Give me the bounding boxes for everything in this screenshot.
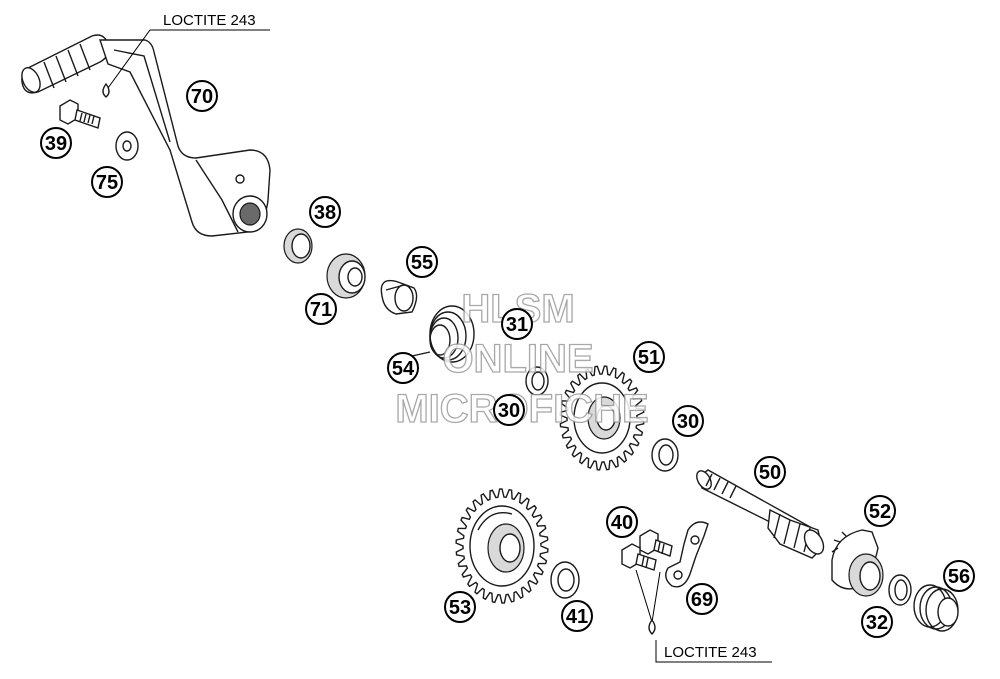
washer-41: [550, 561, 580, 599]
loctite-note-bottom: LOCTITE 243: [635, 569, 772, 663]
loctite-label-top: LOCTITE 243: [163, 12, 256, 29]
callout-50: 50: [754, 456, 786, 488]
loctite-label-bottom: LOCTITE 243: [664, 644, 757, 661]
callout-51: 51: [633, 341, 665, 373]
callout-55: 55: [406, 246, 438, 278]
svg-text:30: 30: [677, 411, 699, 433]
svg-text:52: 52: [869, 501, 891, 523]
svg-text:71: 71: [310, 299, 332, 321]
loctite-drop-top-icon: [102, 82, 110, 98]
seal-38: [283, 228, 313, 264]
bolts-40: [621, 529, 673, 571]
callout-31: 31: [501, 308, 533, 340]
callout-38: 38: [309, 196, 341, 228]
guide-55: [380, 279, 418, 315]
loctite-note-top: LOCTITE 243: [107, 12, 270, 89]
callout-71: 71: [305, 293, 337, 325]
svg-text:40: 40: [611, 512, 633, 534]
kick-starter-lever: [21, 34, 271, 237]
callout-52: 52: [864, 495, 896, 527]
callout-30-lower: 30: [672, 405, 704, 437]
svg-text:50: 50: [759, 462, 781, 484]
svg-text:38: 38: [314, 202, 336, 224]
watermark-line-2: ONLINE: [442, 337, 593, 381]
callout-75: 75: [91, 166, 123, 198]
callout-70: 70: [186, 80, 218, 112]
washer-30-lower: [651, 438, 679, 472]
kick-shaft-50: [696, 469, 825, 559]
callout-53: 53: [444, 591, 476, 623]
svg-text:53: 53: [449, 597, 471, 619]
svg-text:32: 32: [866, 612, 888, 634]
washer-30-upper: [525, 366, 549, 396]
kick-spring-54: [411, 305, 475, 363]
kick-gear-51: [559, 365, 645, 471]
bushing-71: [326, 253, 366, 299]
svg-text:75: 75: [96, 172, 118, 194]
callout-69: 69: [686, 583, 718, 615]
svg-text:69: 69: [691, 589, 713, 611]
guide-plate-69: [665, 521, 709, 588]
svg-text:41: 41: [566, 606, 588, 628]
svg-text:51: 51: [638, 347, 660, 369]
callout-30-upper: 30: [493, 394, 525, 426]
callout-39: 39: [40, 127, 72, 159]
intermediate-gear-53: [455, 488, 549, 604]
callout-56: 56: [943, 560, 975, 592]
svg-text:39: 39: [45, 133, 67, 155]
svg-text:56: 56: [948, 566, 970, 588]
callout-32: 32: [861, 606, 893, 638]
svg-text:70: 70: [191, 86, 213, 108]
ratchet-52: [831, 529, 884, 597]
callout-54: 54: [387, 352, 419, 384]
washer-32: [888, 574, 912, 606]
svg-text:54: 54: [392, 358, 415, 380]
svg-text:30: 30: [498, 400, 520, 422]
loctite-drop-bottom-icon: [648, 618, 656, 635]
callout-41: 41: [561, 600, 593, 632]
spring-56: [913, 584, 959, 632]
callout-40: 40: [606, 506, 638, 538]
svg-text:55: 55: [411, 252, 433, 274]
washer-75: [115, 131, 139, 161]
bolt-39: [59, 99, 101, 129]
svg-text:31: 31: [506, 314, 528, 336]
